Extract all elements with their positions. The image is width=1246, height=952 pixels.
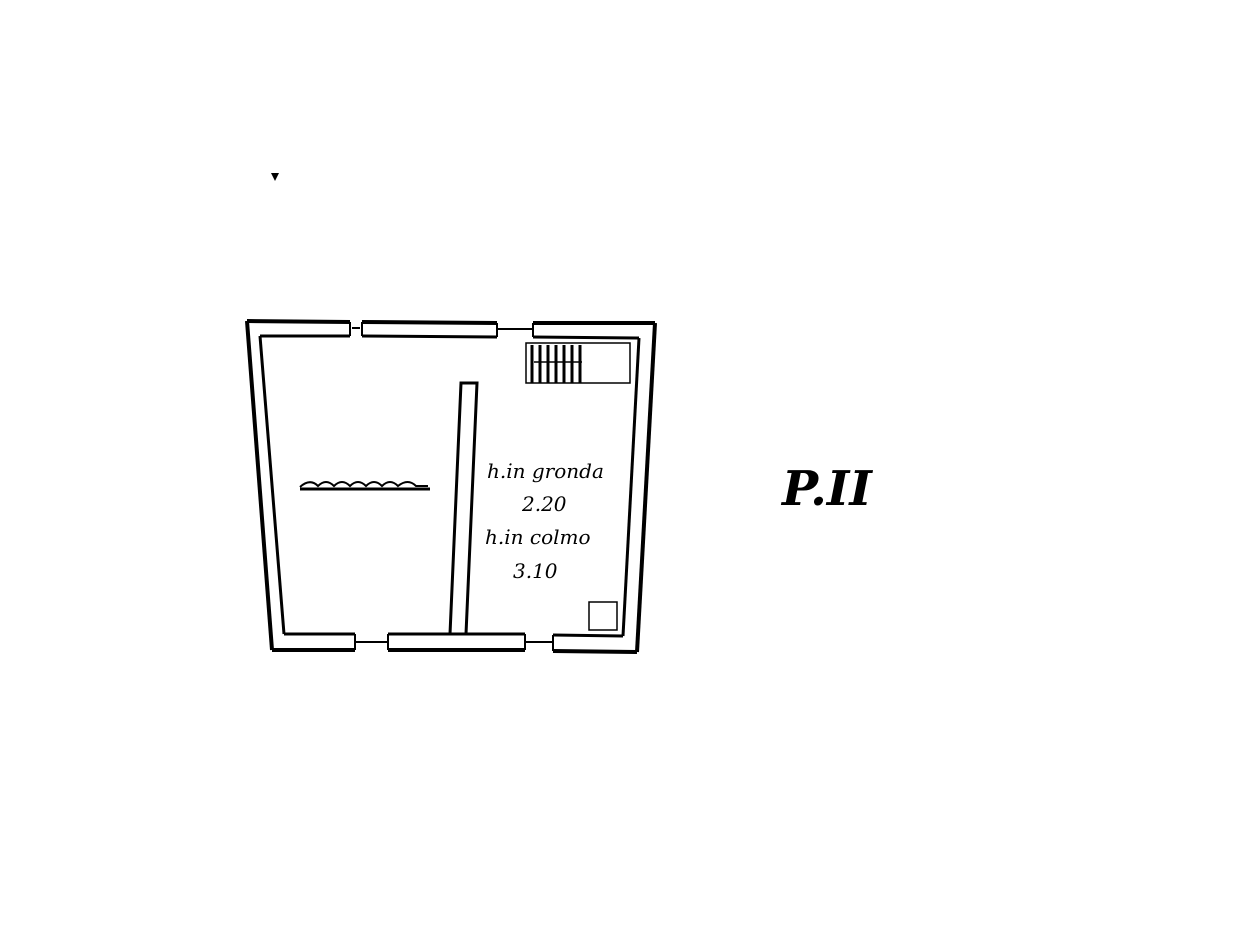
inner-wall-right — [621, 337, 641, 637]
partition-wall — [448, 381, 479, 636]
inner-wall-left — [258, 335, 286, 635]
outer-wall-top-a — [246, 319, 351, 324]
ridge-height-label: h.in colmo — [485, 525, 591, 549]
window-top-left — [349, 322, 363, 336]
staircase — [525, 342, 631, 384]
outer-wall-right — [635, 322, 657, 653]
ridge-height-value: 3.10 — [513, 559, 558, 583]
corner-fixture — [588, 601, 618, 631]
outer-wall-bottom-c — [552, 649, 638, 654]
window-top-right — [496, 323, 534, 337]
inner-wall-top-b — [361, 334, 498, 339]
window-bottom-right — [524, 634, 554, 651]
inner-wall-top-c — [532, 335, 640, 340]
window-bottom-left — [354, 634, 389, 650]
outer-wall-top-b — [361, 320, 498, 325]
outer-wall-left — [245, 320, 274, 651]
eave-height-label: h.in gronda — [487, 459, 604, 483]
crossed-out-room-name — [299, 481, 430, 491]
eave-height-value: 2.20 — [521, 492, 567, 516]
floor-label: P.II — [780, 461, 873, 517]
building-outline — [245, 319, 657, 654]
stray-mark — [271, 173, 279, 181]
inner-wall-bottom-d — [552, 633, 624, 638]
